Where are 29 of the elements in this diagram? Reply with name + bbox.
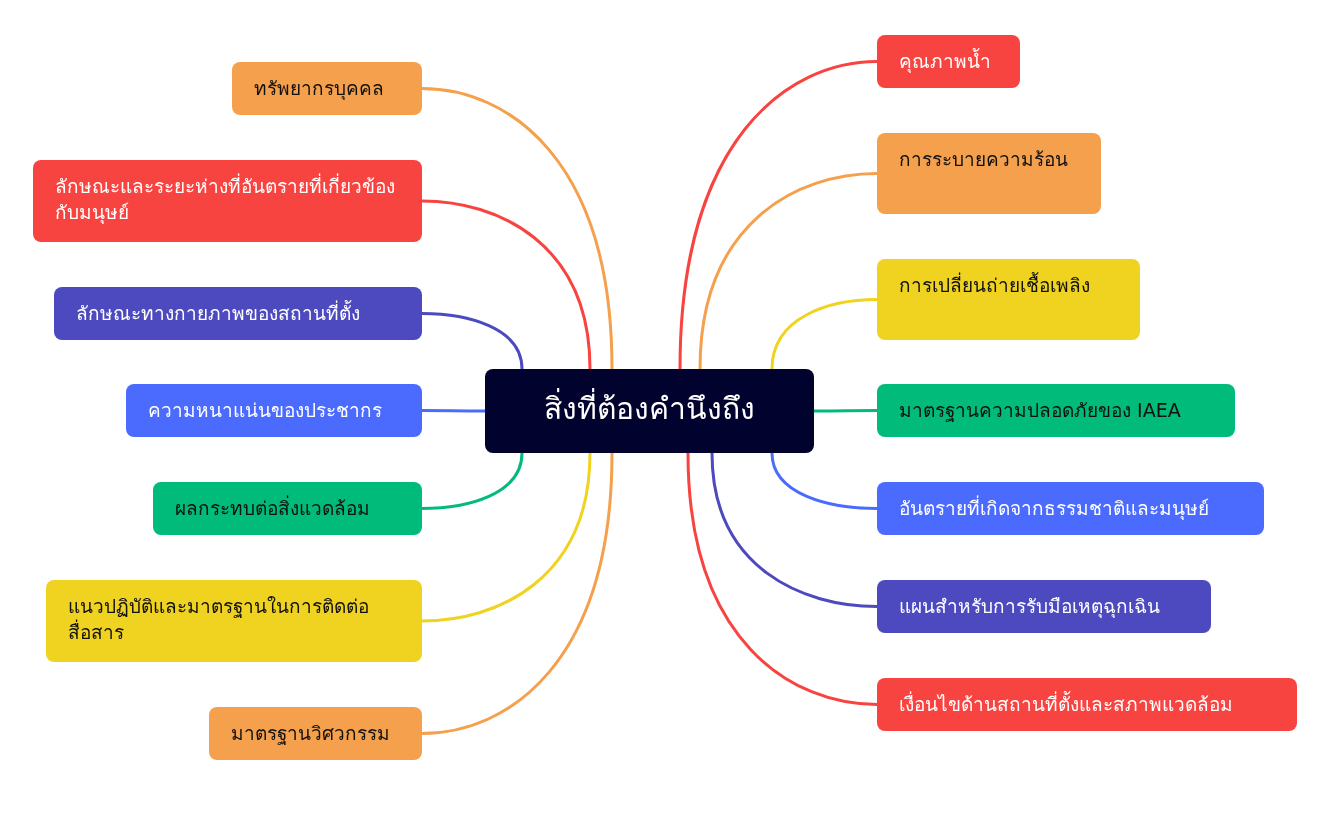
connector-line (698, 172, 878, 370)
topic-box: การระบายความร้อน (877, 133, 1101, 214)
connector-line (422, 409, 485, 413)
topic-box: การเปลี่ยนถ่ายเชื้อเพลิง (877, 259, 1140, 340)
connector-line (421, 452, 524, 510)
topic-box: มาตรฐานวิศวกรรม (209, 707, 422, 760)
topic-box: แผนสำหรับการรับมือเหตุฉุกเฉิน (877, 580, 1211, 633)
connector-line (421, 87, 614, 370)
connector-line (678, 60, 878, 370)
connector-line (421, 452, 592, 623)
connector-line (421, 452, 614, 735)
topic-box: แนวปฏิบัติและมาตรฐานในการติดต่อสื่อสาร (46, 580, 422, 662)
central-topic-box: สิ่งที่ต้องคำนึงถึง (485, 369, 814, 453)
connector-line (421, 199, 592, 370)
topic-box: คุณภาพน้ำ (877, 35, 1020, 88)
topic-box: ลักษณะและระยะห่างที่อันตรายที่เกี่ยวข้องกับมนุษย์ (33, 160, 422, 242)
connector-line (421, 312, 524, 370)
topic-box: ทรัพยากรบุคคล (232, 62, 422, 115)
topic-box: มาตรฐานความปลอดภัยของ IAEA (877, 384, 1235, 437)
topic-box: ลักษณะทางกายภาพของสถานที่ตั้ง (54, 287, 422, 340)
connector-line (710, 452, 878, 608)
topic-box: ความหนาแน่นของประชากร (126, 384, 422, 437)
topic-box: อันตรายที่เกิดจากธรรมชาติและมนุษย์ (877, 482, 1264, 535)
connector-line (770, 452, 878, 510)
connector-line (686, 452, 878, 706)
topic-box: เงื่อนไขด้านสถานที่ตั้งและสภาพแวดล้อม (877, 678, 1297, 731)
connector-line (770, 298, 878, 370)
topic-box: ผลกระทบต่อสิ่งแวดล้อม (153, 482, 422, 535)
connector-line (814, 409, 877, 413)
